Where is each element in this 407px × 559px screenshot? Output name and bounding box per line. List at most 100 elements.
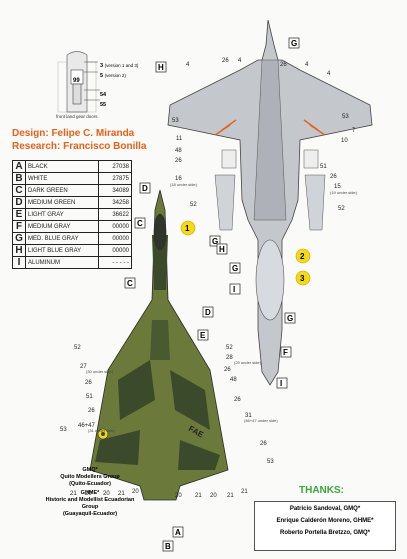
gmq-line-2: Quito Modellers Group <box>60 474 120 480</box>
color-code: 00000 <box>98 244 132 257</box>
color-letter: G <box>12 232 26 245</box>
svg-text:26: 26 <box>88 408 95 414</box>
svg-text:(46+47 under side): (46+47 under side) <box>244 418 278 423</box>
underside-notes: (30 under side) (31 under side) (29 unde… <box>86 182 358 433</box>
svg-text:H: H <box>158 63 164 72</box>
color-letter: H <box>12 244 26 257</box>
version-2-label: 2 <box>300 252 305 261</box>
color-letter: E <box>12 208 26 221</box>
svg-text:G: G <box>232 264 238 273</box>
version-markers: 1 2 3 <box>180 220 311 286</box>
gear-ref-55: 55 <box>100 102 107 108</box>
svg-text:26: 26 <box>280 62 287 68</box>
gear-ref-list: 3 (version 1 and 3) 5 (version 2) 54 55 <box>100 62 180 109</box>
svg-text:G: G <box>212 237 218 246</box>
svg-text:53: 53 <box>60 427 67 433</box>
svg-text:48: 48 <box>175 148 182 154</box>
svg-text:16: 16 <box>175 176 182 182</box>
svg-text:31: 31 <box>245 413 252 419</box>
research-line: Research: Francisco Bonilla <box>12 141 147 152</box>
color-code: 27038 <box>98 160 132 173</box>
svg-text:4: 4 <box>238 58 242 64</box>
svg-text:20: 20 <box>175 493 182 499</box>
design-credits: Design: Felipe C. Miranda Research: Fran… <box>12 127 147 153</box>
svg-text:7: 7 <box>352 128 356 134</box>
version-1-label: 1 <box>185 224 190 233</box>
svg-text:21: 21 <box>227 493 234 499</box>
svg-text:21: 21 <box>70 491 77 497</box>
version-3-label: 3 <box>300 274 305 283</box>
ghme-line-2: Historic and Modellist Ecuadorian Group <box>45 497 135 510</box>
thanks-line-2: Enrique Calderón Moreno, GHME* <box>276 518 374 524</box>
color-code: 27875 <box>98 172 132 185</box>
color-callouts: D C C D E A B G H G H G I G F I <box>124 37 300 552</box>
gear-ref-3: 3 (version 1 and 3) <box>100 63 139 69</box>
svg-text:46+47: 46+47 <box>78 423 96 429</box>
stencil-numbers-upper: 52 27 26 51 26 46+47 53 21 20 20 21 20 5… <box>60 345 274 499</box>
color-code: 00000 <box>98 232 132 245</box>
svg-text:28: 28 <box>226 355 233 361</box>
svg-text:26: 26 <box>222 58 229 64</box>
svg-text:27: 27 <box>80 364 87 370</box>
upper-view-camo-aircraft: FAE <box>89 189 229 501</box>
thanks-line-1: Patricio Sandoval, GMQ* <box>289 506 361 512</box>
svg-text:I: I <box>233 285 235 294</box>
thanks-title: THANKS: <box>299 485 344 496</box>
svg-text:52: 52 <box>338 206 345 212</box>
svg-text:4: 4 <box>327 71 331 77</box>
color-name: MEDIUM GRAY <box>25 220 99 233</box>
svg-text:21: 21 <box>118 491 125 497</box>
svg-text:51: 51 <box>320 164 327 170</box>
svg-text:20: 20 <box>103 491 110 497</box>
color-name: LIGHT BLUE GRAY <box>25 244 99 257</box>
color-name: MEDIUM GREEN <box>25 196 99 209</box>
svg-text:15: 15 <box>334 184 341 190</box>
color-name: MED. BLUE GRAY <box>25 232 99 245</box>
svg-text:52: 52 <box>226 345 233 351</box>
svg-text:26: 26 <box>330 174 337 180</box>
svg-text:4: 4 <box>305 62 309 68</box>
color-code: 34089 <box>98 184 132 197</box>
svg-text:20: 20 <box>85 491 92 497</box>
svg-text:21: 21 <box>195 493 202 499</box>
color-letter: B <box>12 172 26 185</box>
svg-text:(29 under side): (29 under side) <box>234 360 262 365</box>
color-code: 00000 <box>98 220 132 233</box>
svg-text:E: E <box>200 331 206 340</box>
design-line: Design: Felipe C. Miranda <box>12 128 135 139</box>
color-letter: A <box>12 160 26 173</box>
gear-caption: front land gear doors <box>56 114 98 119</box>
svg-text:G: G <box>287 314 293 323</box>
gear-ref-5: 5 (version 2) <box>100 73 126 79</box>
color-name: BLACK <box>25 160 99 173</box>
color-letter: C <box>12 184 26 197</box>
svg-text:G: G <box>291 39 297 48</box>
modeller-groups: GMQ* Quito Modellers Group (Quito-Ecuado… <box>40 467 140 518</box>
svg-text:C: C <box>127 279 133 288</box>
color-letter: I <box>12 256 26 269</box>
svg-text:26: 26 <box>175 158 182 164</box>
svg-text:20: 20 <box>210 493 217 499</box>
svg-text:C: C <box>137 219 143 228</box>
svg-text:11: 11 <box>176 136 183 142</box>
svg-text:(31 under side): (31 under side) <box>88 428 116 433</box>
svg-text:52: 52 <box>74 345 81 351</box>
thanks-box: Patricio Sandoval, GMQ* Enrique Calderón… <box>254 501 396 551</box>
svg-text:(19 under side): (19 under side) <box>330 190 358 195</box>
svg-text:D: D <box>142 184 148 193</box>
svg-text:10: 10 <box>341 138 348 144</box>
color-name: WHITE <box>25 172 99 185</box>
svg-text:26: 26 <box>224 367 231 373</box>
svg-text:F: F <box>283 348 288 357</box>
gmq-line-1: GMQ* <box>82 467 98 473</box>
ghme-line-1: GHME* <box>80 490 100 496</box>
ghme-line-3: (Guayaquil-Ecuador) <box>62 511 118 517</box>
svg-text:4: 4 <box>186 62 190 68</box>
